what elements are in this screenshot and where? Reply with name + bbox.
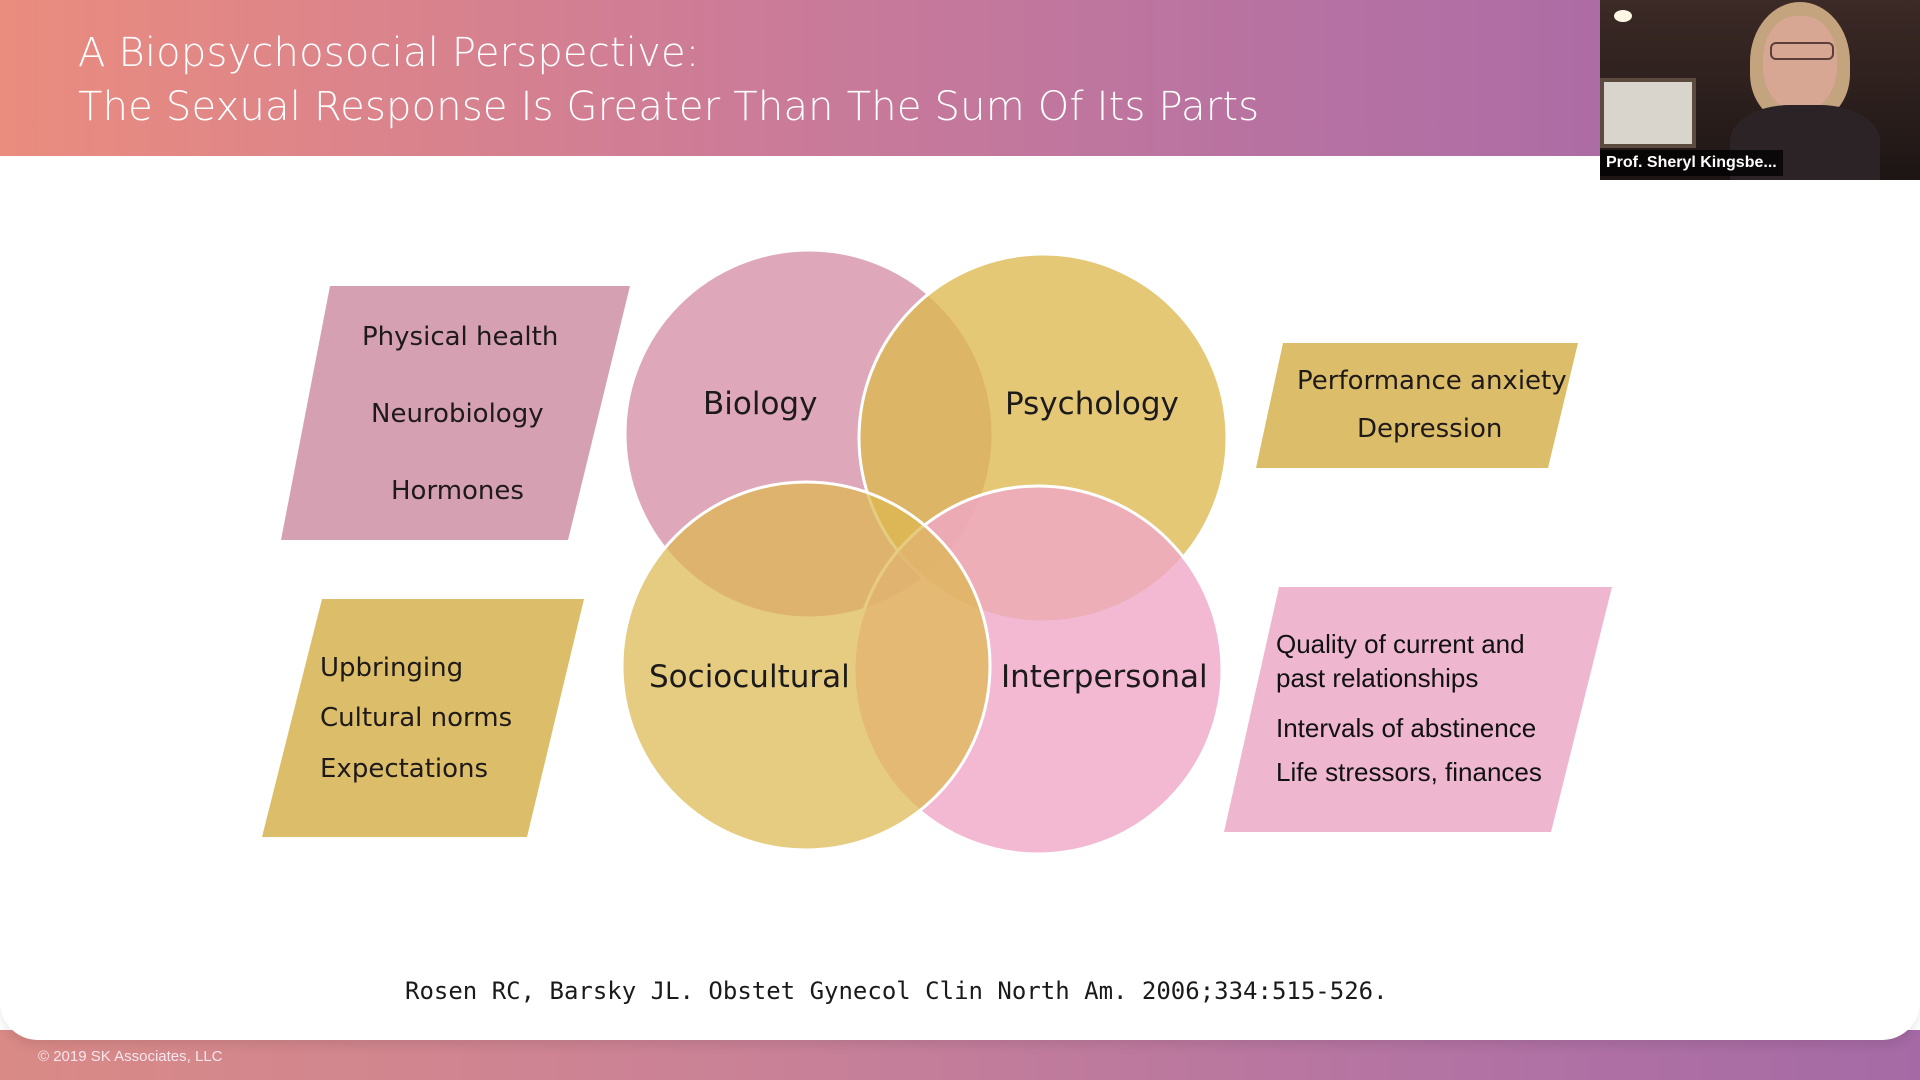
citation-text: Rosen RC, Barsky JL. Obstet Gynecol Clin…: [405, 977, 1388, 1005]
psychology-item: Depression: [1357, 414, 1503, 444]
interpersonal-item: Life stressors, finances: [1276, 757, 1542, 787]
sociocultural-circle: [620, 480, 992, 852]
sociocultural-item: Cultural norms: [320, 703, 513, 733]
interpersonal-item: Intervals of abstinence: [1276, 713, 1537, 743]
copyright-text: © 2019 SK Associates, LLC: [38, 1048, 223, 1065]
biology-item: Physical health: [362, 322, 559, 352]
participant-face: [1763, 16, 1837, 112]
title-line-1: A Biopsychosocial Perspective:: [78, 30, 700, 76]
biology-item: Hormones: [391, 476, 524, 506]
biology-label: Biology: [703, 386, 818, 422]
title-line-2: The Sexual Response Is Greater Than The …: [78, 84, 1260, 130]
biology-item: Neurobiology: [371, 399, 544, 429]
interpersonal-factors-box: [1224, 587, 1612, 832]
background-light: [1614, 10, 1632, 22]
sociocultural-label: Sociocultural: [649, 659, 850, 695]
interpersonal-label: Interpersonal: [1001, 659, 1208, 695]
biology-factors-box: [281, 286, 630, 540]
psychology-factors-box: [1256, 343, 1578, 468]
participant-glasses: [1770, 42, 1834, 60]
psychology-label: Psychology: [1005, 386, 1179, 422]
slide-bottom-edge: [0, 960, 1920, 1040]
slide-title: A Biopsychosocial Perspective: The Sexua…: [78, 26, 1259, 134]
interpersonal-item: past relationships: [1276, 663, 1479, 693]
background-painting: [1600, 78, 1696, 148]
participant-video-tile[interactable]: Prof. Sheryl Kingsbe...: [1600, 0, 1920, 180]
sociocultural-item: Expectations: [320, 754, 489, 784]
sociocultural-factors-box: [262, 599, 584, 837]
sociocultural-item: Upbringing: [320, 653, 464, 683]
participant-name-label: Prof. Sheryl Kingsbe...: [1600, 150, 1783, 176]
psychology-item: Performance anxiety: [1297, 366, 1567, 396]
interpersonal-item: Quality of current and: [1276, 629, 1525, 659]
